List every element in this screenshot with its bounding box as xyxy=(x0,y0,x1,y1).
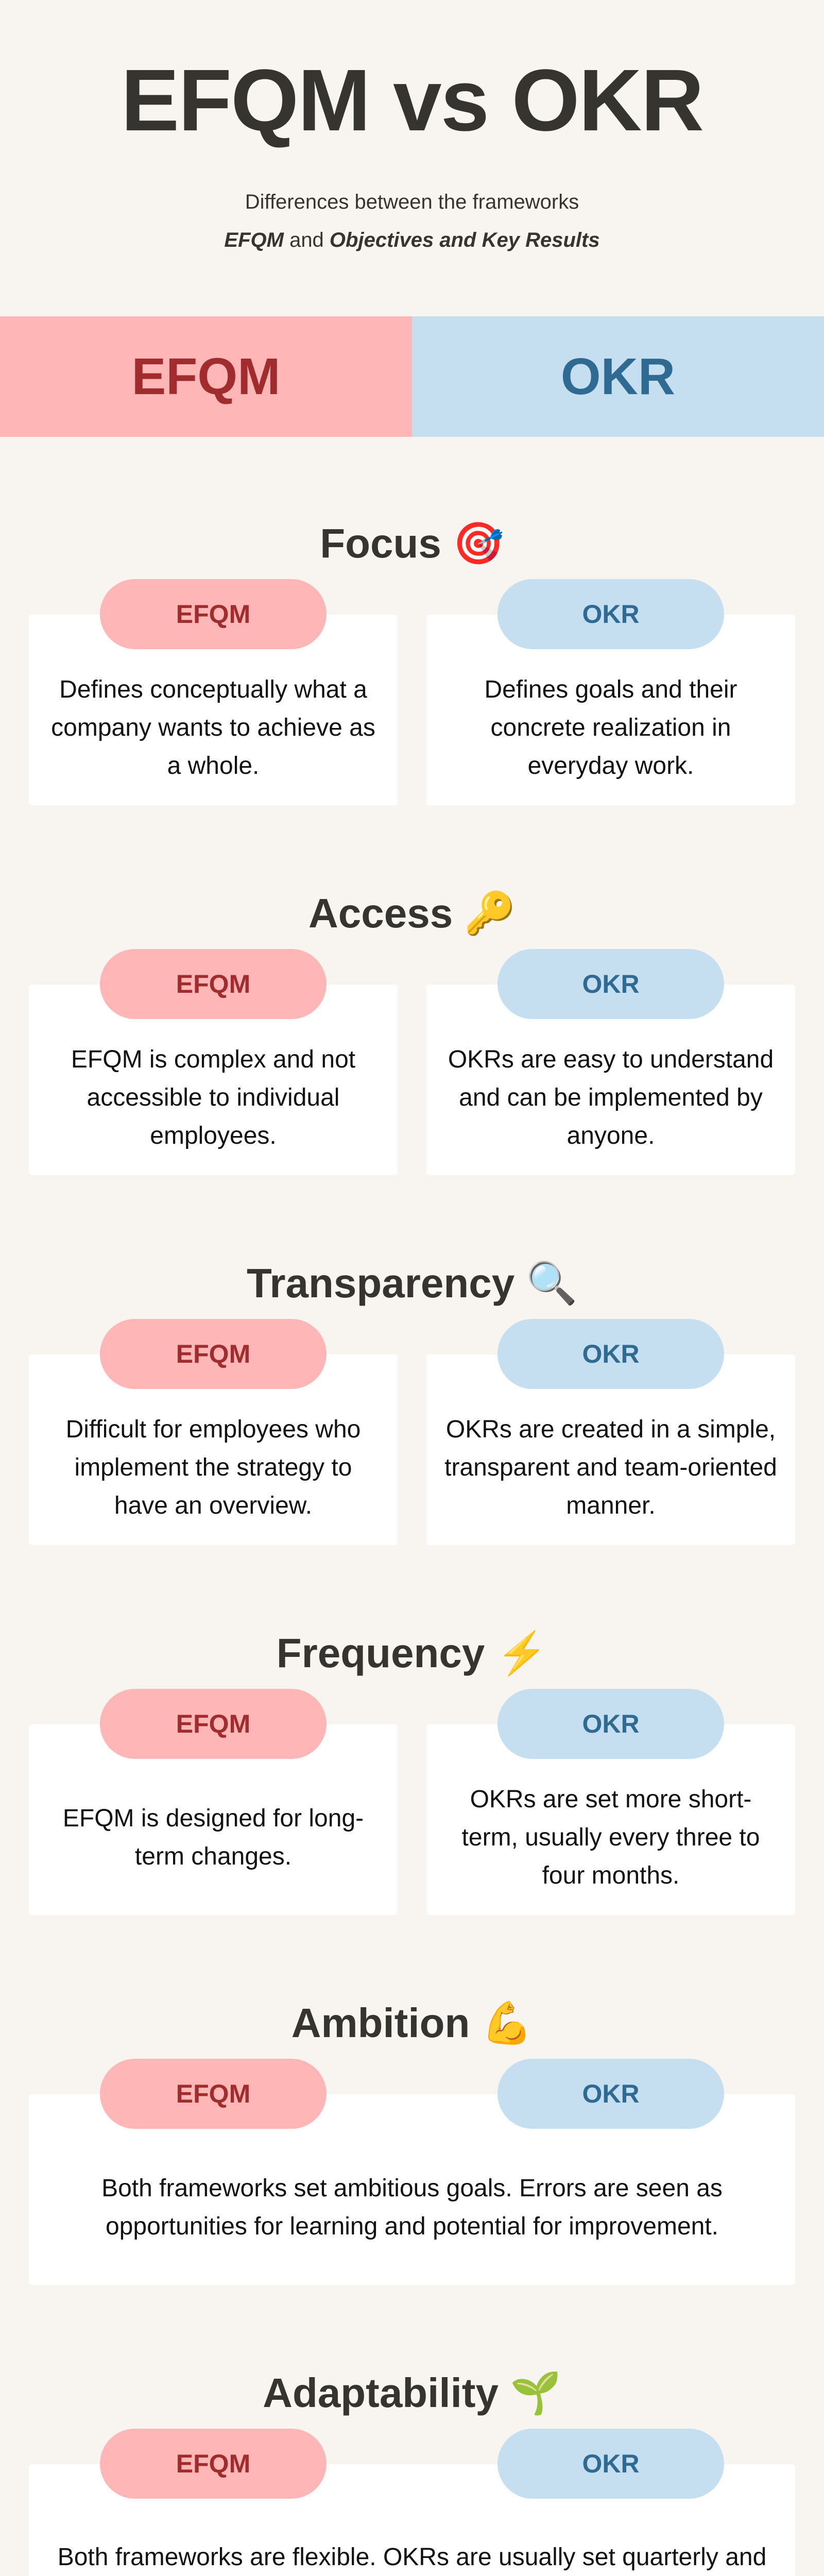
okr-label-pill: OKR xyxy=(497,949,724,1019)
okr-label-pill: OKR xyxy=(497,1689,724,1759)
efqm-label-pill: EFQM xyxy=(100,2429,327,2499)
efqm-label-pill: EFQM xyxy=(100,1689,327,1759)
section-title: Transparency 🔍 xyxy=(0,1255,824,1312)
okr-label-pill: OKR xyxy=(497,579,724,649)
efqm-label-pill: EFQM xyxy=(100,2059,327,2129)
efqm-label-pill: EFQM xyxy=(100,949,327,1019)
section-title-text: Access xyxy=(308,890,453,936)
section-title: Adaptability 🌱 xyxy=(0,2365,824,2421)
subtitle-and: and xyxy=(283,229,330,251)
section-title-text: Transparency xyxy=(246,1260,515,1306)
section-title: Frequency ⚡ xyxy=(0,1625,824,1682)
subtitle: Differences between the frameworks EFQM … xyxy=(0,183,824,259)
efqm-label-pill: EFQM xyxy=(100,579,327,649)
subtitle-efqm: EFQM xyxy=(224,229,284,251)
section-title: Access 🔑 xyxy=(0,885,824,942)
transparency-icon: 🔍 xyxy=(526,1260,578,1306)
access-icon: 🔑 xyxy=(464,890,516,936)
subtitle-line-2: EFQM and Objectives and Key Results xyxy=(0,221,824,259)
page-title: EFQM vs OKR xyxy=(121,52,704,149)
section-title: Focus 🎯 xyxy=(0,515,824,572)
section-title-text: Focus xyxy=(320,520,441,566)
subtitle-okr: Objectives and Key Results xyxy=(329,229,600,251)
okr-label-pill: OKR xyxy=(497,2059,724,2129)
adaptability-icon: 🌱 xyxy=(510,2370,561,2416)
section-title-text: Ambition xyxy=(291,2000,470,2046)
section-title: Ambition 💪 xyxy=(0,1995,824,2052)
okr-label-pill: OKR xyxy=(497,2429,724,2499)
okr-header-band: OKR xyxy=(412,316,824,437)
efqm-label-pill: EFQM xyxy=(100,1319,327,1389)
focus-icon: 🎯 xyxy=(453,520,504,566)
subtitle-line-1: Differences between the frameworks xyxy=(245,191,579,213)
okr-label-pill: OKR xyxy=(497,1319,724,1389)
frequency-icon: ⚡ xyxy=(496,1630,548,1676)
section-title-text: Adaptability xyxy=(263,2370,499,2416)
ambition-icon: 💪 xyxy=(481,2000,533,2046)
section-title-text: Frequency xyxy=(276,1630,485,1676)
efqm-header-band: EFQM xyxy=(0,316,412,437)
